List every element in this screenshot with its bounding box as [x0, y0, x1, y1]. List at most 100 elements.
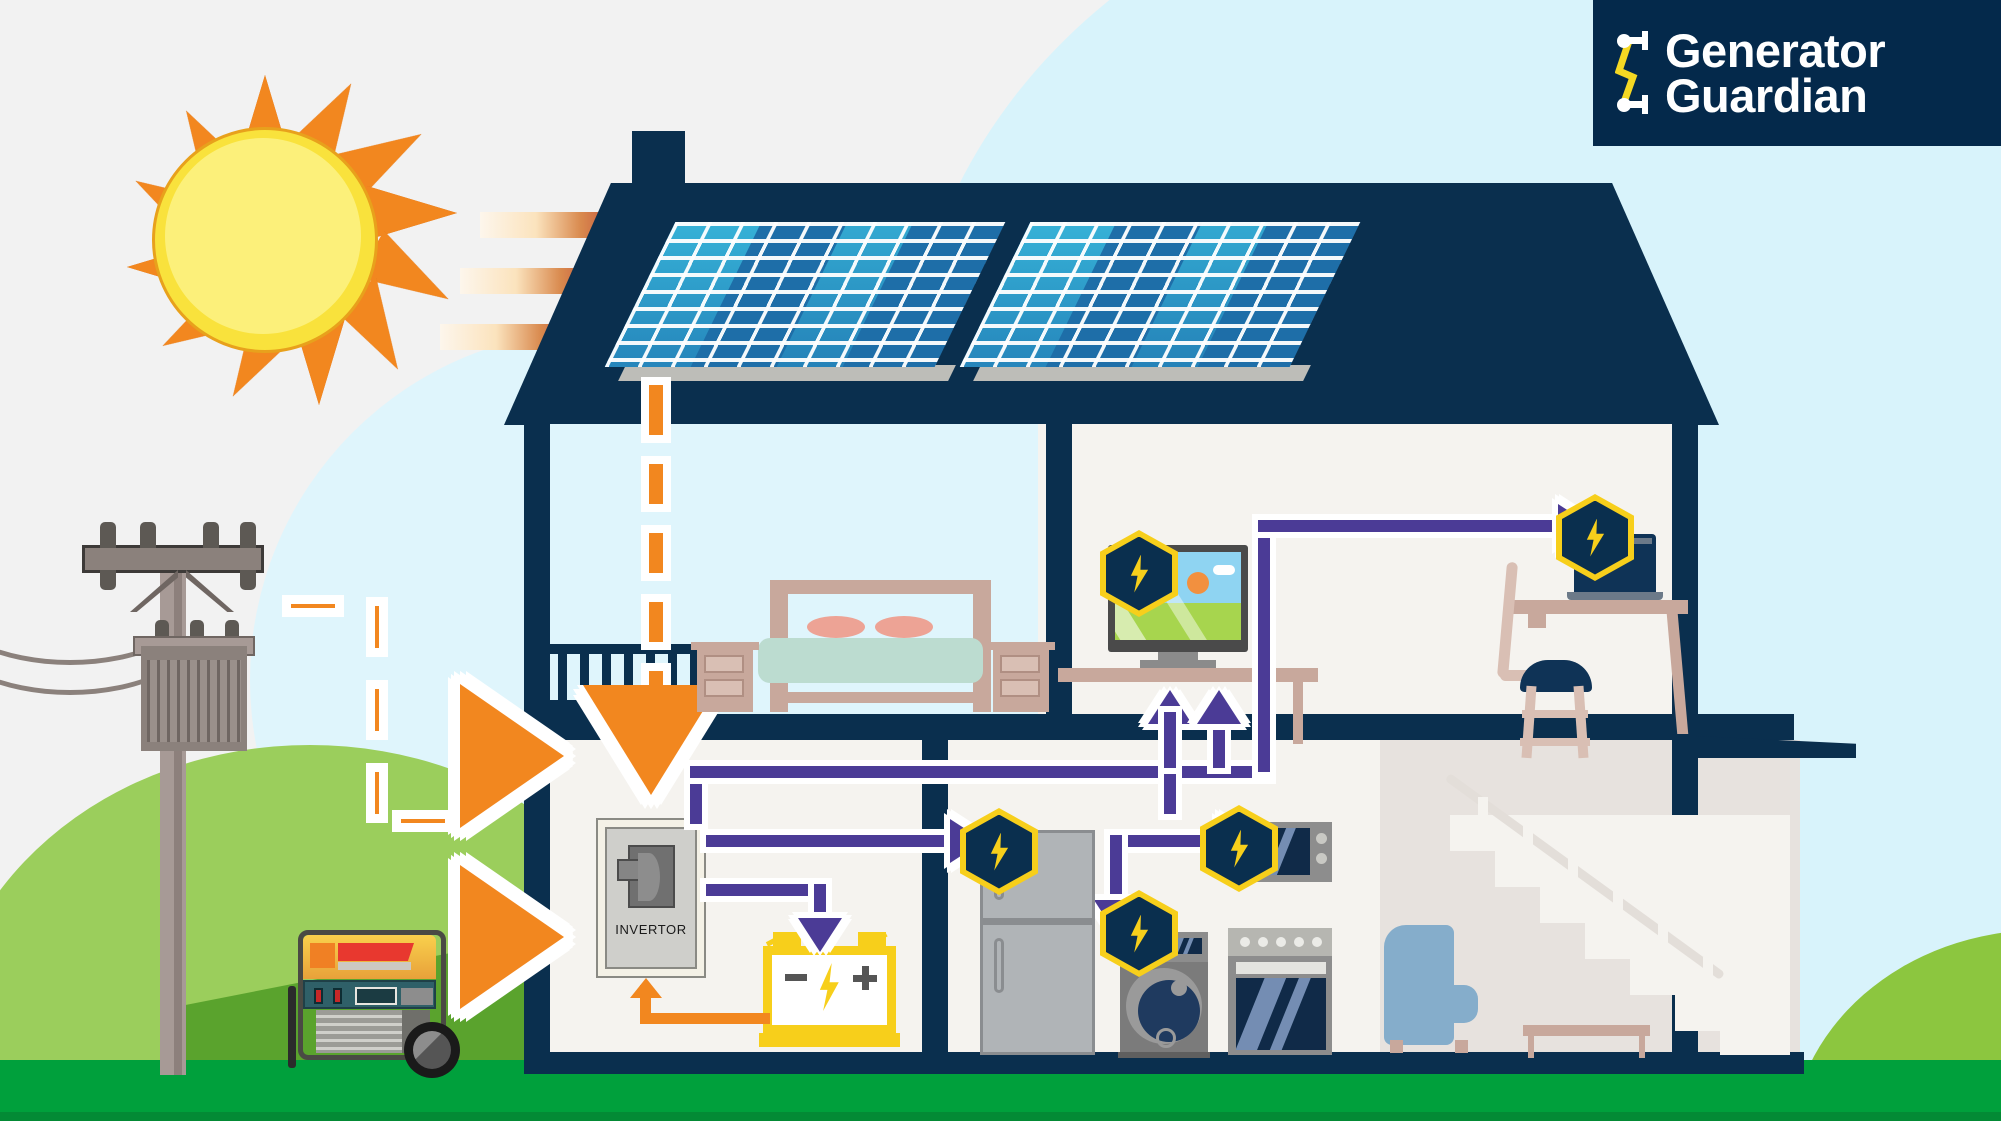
oven-knob: [1258, 937, 1268, 947]
pole-insulator: [100, 570, 116, 590]
wall-divider-lower: [922, 734, 948, 1054]
sun-icon: [100, 70, 462, 410]
microwave-button: [1316, 853, 1327, 864]
power-badge-tv: [1100, 530, 1178, 617]
transformer-fins: [147, 660, 241, 742]
bed-blanket: [758, 638, 983, 683]
battery-charge-arrow: [798, 918, 842, 952]
battery-return-wire: [640, 1013, 770, 1024]
armchair-leg: [1390, 1040, 1403, 1053]
lightning-bolt-icon: [990, 832, 1009, 871]
fridge-supply-wire: [706, 835, 962, 847]
power-badge-laptop: [1556, 494, 1634, 581]
power-badge-microwave: [1200, 805, 1278, 892]
ground-edge: [0, 1112, 2001, 1121]
tv-branch-wire-2: [1164, 712, 1176, 768]
floor-base: [524, 1052, 1804, 1074]
grid-power-arrow: [460, 684, 564, 828]
staircase: [1390, 755, 1790, 1055]
desk-leg: [1666, 614, 1689, 734]
battery-positive-terminal: [853, 966, 877, 990]
solar-feed-seg: [641, 456, 671, 512]
solar-feed-seg: [641, 377, 671, 443]
baluster: [580, 652, 589, 702]
washer-display: [1170, 938, 1202, 954]
washer-base: [1118, 1052, 1210, 1058]
power-badge-washer: [1100, 890, 1178, 977]
pole-insulator: [100, 522, 116, 548]
solar-panel-1: [604, 222, 1006, 381]
solar-feed-seg: [641, 525, 671, 581]
oven-knob: [1294, 937, 1304, 947]
lightning-bolt-icon: [1230, 829, 1249, 868]
grid-dash: [366, 597, 388, 657]
inverter-to-battery-wire: [814, 884, 826, 924]
battery[interactable]: [759, 930, 900, 1050]
nightstand-right-top: [987, 642, 1055, 650]
baluster: [602, 652, 611, 702]
pole-insulator: [240, 522, 256, 548]
power-badge-fridge: [960, 808, 1038, 895]
power-lines: [0, 585, 240, 705]
generator-power-arrow: [460, 865, 564, 1009]
brand-name-line1: Generator: [1665, 23, 1886, 77]
oven-knob: [1312, 937, 1322, 947]
brand-logo: Generator Guardian: [1593, 0, 2001, 146]
baluster: [690, 652, 699, 702]
pillow: [807, 616, 865, 638]
oven-handle: [1236, 962, 1326, 974]
inverter-label: INVERTOR: [615, 922, 687, 937]
upstairs-riser-wire: [1258, 520, 1270, 772]
bedroom: [691, 580, 1055, 715]
solar-panel-2: [959, 222, 1361, 381]
nightstand-left-top: [691, 642, 759, 650]
pillow: [875, 616, 933, 638]
brand-name-line2: Guardian: [1665, 69, 1868, 122]
oven-knob: [1276, 937, 1286, 947]
grid-dash: [366, 680, 388, 740]
washer-door-shine: [1171, 980, 1187, 996]
baluster: [668, 652, 677, 702]
pole-insulator: [203, 522, 219, 548]
grid-dash: [392, 810, 454, 832]
battery-negative-terminal: [785, 974, 807, 981]
upper-bus-wire: [690, 766, 1270, 778]
lightning-bolt-icon: [1586, 518, 1605, 557]
riser-wire: [690, 766, 702, 824]
baluster: [558, 652, 567, 702]
grid-dash: [282, 595, 344, 617]
inverter[interactable]: INVERTOR: [596, 818, 706, 978]
washer-filter: [1156, 1028, 1176, 1048]
bed-headboard-top: [770, 580, 991, 594]
inverter-icon: [616, 845, 675, 908]
lightning-bolt-icon: [1130, 914, 1149, 953]
pole-insulator: [140, 522, 156, 548]
grid-dash: [366, 763, 388, 823]
bench: [1523, 1025, 1650, 1036]
battery-return-arrow: [630, 978, 662, 998]
fridge-handle: [994, 938, 1004, 993]
lightning-circuit-icon: [1614, 27, 1657, 119]
bench-leg: [1528, 1036, 1534, 1058]
balcony-rail-top: [528, 644, 703, 654]
bed-base: [770, 692, 991, 703]
generator-icon: [288, 930, 460, 1078]
nightstand-right: [993, 642, 1049, 712]
laptop-branch-wire: [1213, 716, 1225, 768]
armchair-leg: [1455, 1040, 1468, 1053]
laptop-feed-arrow: [1197, 690, 1241, 724]
desk: [1512, 600, 1688, 614]
pole-insulator: [240, 570, 256, 590]
lightning-bolt-icon: [1130, 554, 1149, 593]
inverter-to-battery-wire: [706, 884, 826, 896]
laptop-supply-wire: [1258, 520, 1570, 532]
bench-leg: [1639, 1036, 1645, 1058]
fridge-divider: [980, 918, 1095, 925]
battery-return-wire: [640, 985, 651, 1015]
solar-feed-seg: [641, 594, 671, 650]
washer-branch-wire: [1110, 835, 1122, 907]
tv-branch-wire: [1164, 766, 1176, 814]
tv-table-leg: [1293, 682, 1303, 744]
armchair-arm: [1398, 985, 1478, 1023]
